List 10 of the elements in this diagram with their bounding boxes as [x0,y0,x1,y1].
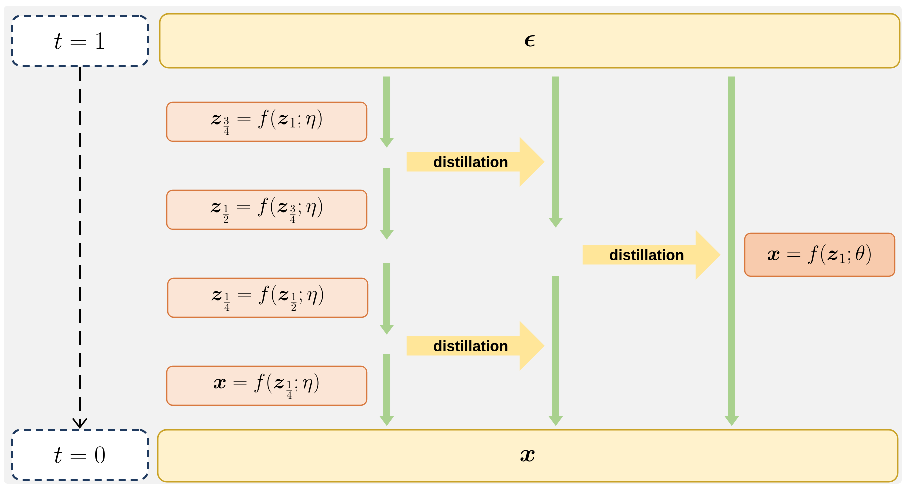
time-box: $t = 0$ [11,429,149,481]
formula-box: $\boldsymbol{z}_{\frac{1}{2}} = f(\boldsymbol{z}_{\frac{3}{4}};\eta)$ [166,190,368,230]
time-box: $t = 1$ [11,15,149,67]
state-band: $\boldsymbol{x}$ [157,429,899,483]
formula-box: $\boldsymbol{x} = f(\boldsymbol{z}_{\frac{1}{4}};\eta)$ [166,366,368,406]
formula-box: $\boldsymbol{z}_{\frac{3}{4}} = f(\boldsymbol{z}_1;\eta)$ [166,102,368,142]
formula-box: $\boldsymbol{x} = f(\boldsymbol{z}_1;\theta)$ [744,232,896,278]
state-band: $\boldsymbol{\epsilon}$ [159,13,901,69]
dashed-arrow [72,67,88,429]
formula-box: $\boldsymbol{z}_{\frac{1}{4}} = f(\boldsymbol{z}_{\frac{1}{2}};\eta)$ [167,278,369,318]
